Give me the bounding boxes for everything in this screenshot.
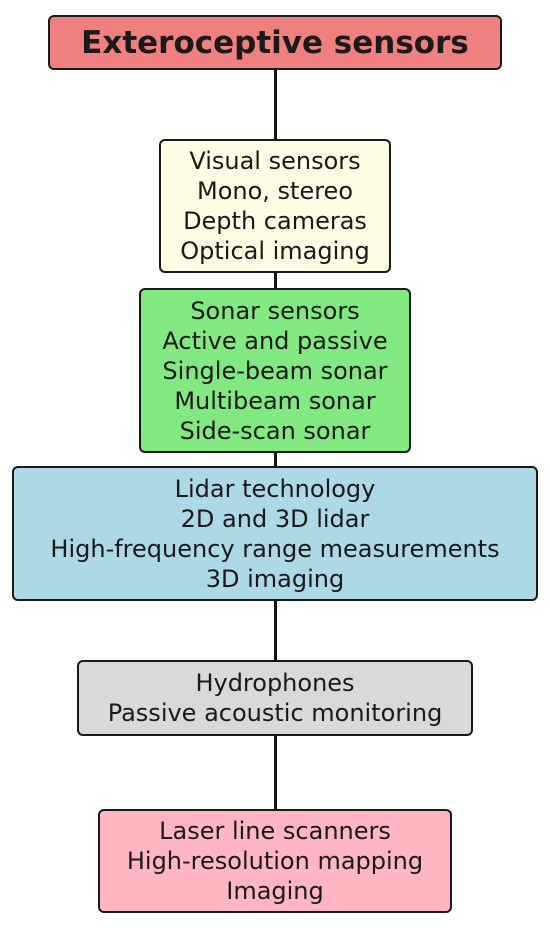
node-lidar-technology: Lidar technology 2D and 3D lidar High-fr… bbox=[12, 466, 538, 601]
node-sonar-sensors-line-4: Multibeam sonar bbox=[174, 386, 376, 415]
node-lidar-technology-line-1: Lidar technology bbox=[174, 474, 376, 503]
node-laser-line-scanners: Laser line scanners High-resolution mapp… bbox=[98, 809, 452, 913]
node-visual-sensors-line-2: Mono, stereo bbox=[196, 177, 353, 205]
connector-sonar-lidar bbox=[274, 451, 277, 467]
node-laser-line-scanners-line-1: Laser line scanners bbox=[159, 817, 391, 845]
node-visual-sensors-line-3: Depth cameras bbox=[183, 207, 367, 235]
node-laser-line-scanners-line-3: Imaging bbox=[226, 877, 324, 905]
node-laser-line-scanners-line-2: High-resolution mapping bbox=[126, 847, 424, 875]
node-sonar-sensors-line-5: Side-scan sonar bbox=[179, 416, 371, 445]
node-sonar-sensors-line-1: Sonar sensors bbox=[190, 296, 360, 325]
node-visual-sensors-line-4: Optical imaging bbox=[180, 237, 370, 265]
node-sonar-sensors-line-2: Active and passive bbox=[162, 326, 388, 355]
node-visual-sensors: Visual sensors Mono, stereo Depth camera… bbox=[159, 139, 391, 273]
node-sonar-sensors: Sonar sensors Active and passive Single-… bbox=[139, 288, 411, 453]
node-visual-sensors-line-1: Visual sensors bbox=[189, 147, 361, 175]
connector-root-visual bbox=[274, 68, 277, 140]
root-node-title: Exteroceptive sensors bbox=[81, 24, 469, 61]
node-hydrophones-line-2: Passive acoustic monitoring bbox=[107, 699, 443, 727]
node-lidar-technology-line-3: High-frequency range measurements bbox=[50, 534, 500, 563]
connector-lidar-hydrophones bbox=[274, 600, 277, 662]
node-lidar-technology-line-4: 3D imaging bbox=[205, 564, 345, 593]
node-lidar-technology-line-2: 2D and 3D lidar bbox=[180, 504, 370, 533]
node-hydrophones-line-1: Hydrophones bbox=[195, 669, 355, 697]
node-hydrophones: Hydrophones Passive acoustic monitoring bbox=[77, 660, 473, 736]
root-node: Exteroceptive sensors bbox=[48, 15, 502, 70]
connector-hydrophones-laser bbox=[274, 734, 277, 810]
node-sonar-sensors-line-3: Single-beam sonar bbox=[162, 356, 388, 385]
connector-visual-sonar bbox=[274, 271, 277, 290]
